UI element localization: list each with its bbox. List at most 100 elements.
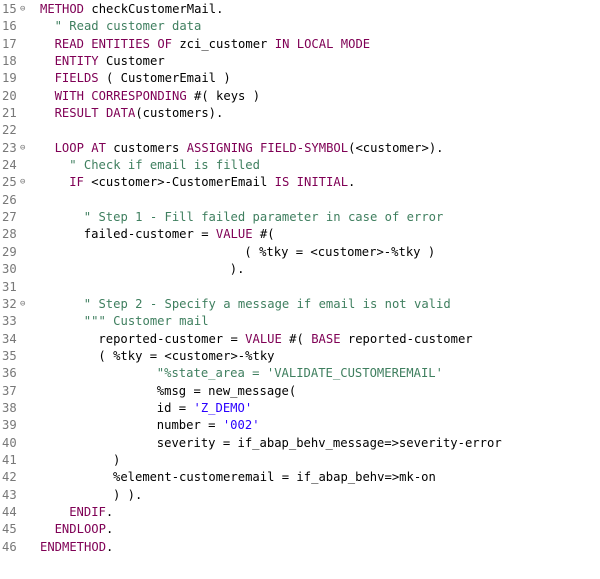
code-token: %element-customeremail = if_abap_behv=>m… xyxy=(113,470,436,485)
code-text: ENTITY Customer xyxy=(40,53,165,70)
code-text: "%state_area = 'VALIDATE_CUSTOMEREMAIL' xyxy=(40,365,443,382)
code-token: %msg = new_message( xyxy=(156,383,297,398)
keyword-token: WITH CORRESPONDING xyxy=(54,88,187,103)
code-token: ( %tky = <customer>-%tky ) xyxy=(244,244,436,259)
line-number: 17 xyxy=(2,36,17,51)
code-line[interactable]: 30). xyxy=(0,261,600,278)
line-number: 26 xyxy=(2,192,17,207)
code-line[interactable]: 36"%state_area = 'VALIDATE_CUSTOMEREMAIL… xyxy=(0,365,600,382)
comment-token: " Read customer data xyxy=(54,19,202,34)
code-line[interactable]: 24" Check if email is filled xyxy=(0,157,600,174)
keyword-token: VALUE xyxy=(215,227,253,242)
code-token: id = xyxy=(156,400,194,415)
code-token: #( xyxy=(281,331,312,346)
code-text: READ ENTITIES OF zci_customer IN LOCAL M… xyxy=(40,36,371,53)
code-line[interactable]: 25⊖IF <customer>-CustomerEmail IS INITIA… xyxy=(0,174,600,191)
line-number: 21 xyxy=(2,106,17,121)
code-token: failed-customer = xyxy=(83,227,216,242)
line-number: 38 xyxy=(2,400,17,415)
fold-toggle-icon[interactable]: ⊖ xyxy=(20,177,26,188)
line-number: 22 xyxy=(2,123,17,138)
code-text: severity = if_abap_behv_message=>severit… xyxy=(40,435,502,452)
string-token: '002' xyxy=(222,418,260,433)
code-token: ) ). xyxy=(113,487,143,502)
code-line[interactable]: 35 ( %tky = <customer>-%tky xyxy=(0,348,600,365)
keyword-token: IS INITIAL xyxy=(274,175,349,190)
keyword-token: ASSIGNING FIELD-SYMBOL xyxy=(186,140,349,155)
code-token: ( CustomerEmail ) xyxy=(98,71,231,86)
string-token: 'Z_DEMO' xyxy=(193,400,253,415)
code-line[interactable]: 46 ENDMETHOD. xyxy=(0,539,600,556)
line-number: 25⊖ xyxy=(0,174,40,191)
line-number: 18 xyxy=(2,54,17,69)
code-text: %element-customeremail = if_abap_behv=>m… xyxy=(40,469,436,486)
line-number: 40 xyxy=(2,435,17,450)
code-text: ENDMETHOD. xyxy=(40,539,113,556)
keyword-token: ENDMETHOD xyxy=(40,539,107,554)
code-token: ) xyxy=(113,452,121,467)
code-line[interactable]: 31 xyxy=(0,279,600,296)
line-number: 46 xyxy=(2,539,17,554)
code-line[interactable]: 34 reported-customer = VALUE #( BASE repo… xyxy=(0,331,600,348)
comment-token: " Step 1 - Fill failed parameter in case… xyxy=(83,210,444,225)
code-text: " Check if email is filled xyxy=(40,157,260,174)
keyword-token: ENDLOOP xyxy=(54,522,106,537)
line-number: 35 xyxy=(2,348,17,363)
line-number: 37 xyxy=(2,383,17,398)
code-token: . xyxy=(106,539,114,554)
line-number: 32⊖ xyxy=(0,296,40,313)
code-line[interactable]: 45 ENDLOOP. xyxy=(0,521,600,538)
code-line[interactable]: 16 " Read customer data xyxy=(0,18,600,35)
fold-toggle-icon[interactable]: ⊖ xyxy=(20,142,26,153)
code-text: ( %tky = <customer>-%tky ) xyxy=(40,244,435,261)
code-line[interactable]: 37 %msg = new_message( xyxy=(0,383,600,400)
line-number: 31 xyxy=(2,279,17,294)
code-text: " Step 2 - Specify a message if email is… xyxy=(40,296,451,313)
code-line[interactable]: 43 ) ). xyxy=(0,487,600,504)
code-line[interactable]: 29( %tky = <customer>-%tky ) xyxy=(0,244,600,261)
code-text: ) ). xyxy=(40,487,142,504)
line-number: 42 xyxy=(2,470,17,485)
line-number: 34 xyxy=(2,331,17,346)
code-line[interactable]: 33""" Customer mail xyxy=(0,313,600,330)
code-line[interactable]: 42 %element-customeremail = if_abap_behv=… xyxy=(0,469,600,486)
code-line[interactable]: 40 severity = if_abap_behv_message=>sever… xyxy=(0,435,600,452)
code-text: reported-customer = VALUE #( BASE report… xyxy=(40,331,473,348)
line-number: 43 xyxy=(2,487,17,502)
line-number: 39 xyxy=(2,418,17,433)
comment-token: "%state_area = 'VALIDATE_CUSTOMEREMAIL' xyxy=(156,366,443,381)
code-token: . xyxy=(105,522,114,537)
line-number: 19 xyxy=(2,71,17,86)
code-text: LOOP AT customers ASSIGNING FIELD-SYMBOL… xyxy=(40,140,444,157)
code-line[interactable]: 22 xyxy=(0,122,600,139)
code-line[interactable]: 38 id = 'Z_DEMO' xyxy=(0,400,600,417)
code-text: " Read customer data xyxy=(40,18,202,35)
code-text: number = '002' xyxy=(40,417,260,434)
code-line[interactable]: 26 xyxy=(0,192,600,209)
code-line[interactable]: 15⊖METHOD checkCustomerMail. xyxy=(0,1,600,18)
code-line[interactable]: 32⊖ " Step 2 - Specify a message if email… xyxy=(0,296,600,313)
code-token: checkCustomerMail. xyxy=(84,2,224,16)
line-number: 45 xyxy=(2,522,17,537)
code-line[interactable]: 18 ENTITY Customer xyxy=(0,53,600,70)
code-token: ( %tky = <customer>-%tky xyxy=(98,348,275,363)
line-number: 16 xyxy=(2,19,17,34)
code-token: reported-customer xyxy=(340,331,473,346)
keyword-token: BASE xyxy=(311,331,341,346)
fold-toggle-icon[interactable]: ⊖ xyxy=(20,298,26,309)
code-line[interactable]: 27" Step 1 - Fill failed parameter in ca… xyxy=(0,209,600,226)
fold-toggle-icon[interactable]: ⊖ xyxy=(20,4,26,14)
code-line[interactable]: 17 READ ENTITIES OF zci_customer IN LOCAL… xyxy=(0,36,600,53)
code-line[interactable]: 23⊖LOOP AT customers ASSIGNING FIELD-SYM… xyxy=(0,140,600,157)
code-line[interactable]: 39 number = '002' xyxy=(0,417,600,434)
code-line[interactable]: 41) xyxy=(0,452,600,469)
keyword-token: VALUE xyxy=(245,331,282,346)
code-token: (customers). xyxy=(135,106,224,121)
comment-token: " Step 2 - Specify a message if email is… xyxy=(83,296,451,311)
